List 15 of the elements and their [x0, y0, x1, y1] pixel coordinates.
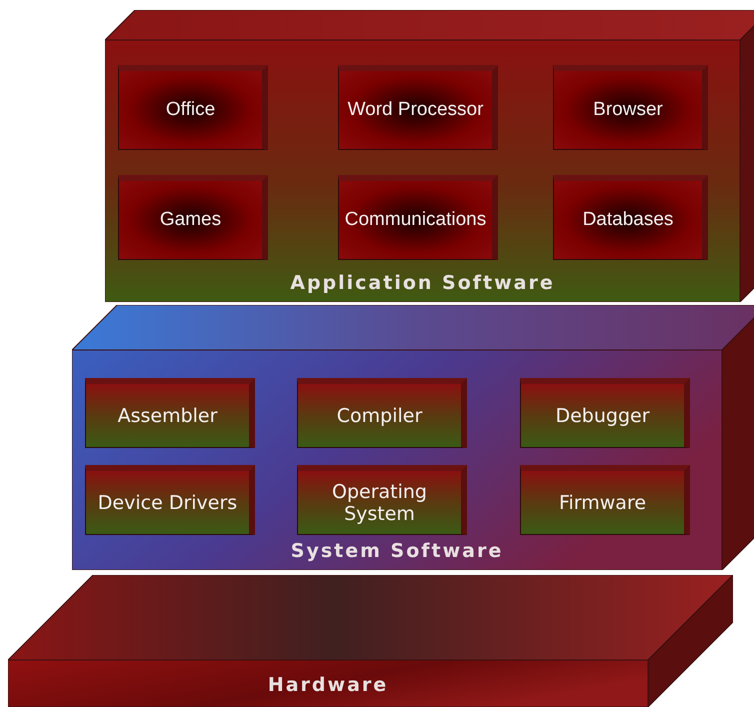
- layer-title: System Software: [290, 540, 504, 562]
- component-block: Databases: [553, 175, 708, 260]
- component-block: Word Processor: [338, 65, 498, 150]
- component-block: Office: [118, 65, 268, 150]
- component-block: Compiler: [297, 378, 467, 448]
- component-block: Communications: [338, 175, 498, 260]
- component-block: Assembler: [85, 378, 255, 448]
- component-block: Games: [118, 175, 268, 260]
- component-block: Browser: [553, 65, 708, 150]
- component-block: Operating System: [297, 465, 467, 535]
- component-block: Firmware: [520, 465, 690, 535]
- layer-title: Hardware: [268, 674, 388, 696]
- component-block: Device Drivers: [85, 465, 255, 535]
- layer-title: Application Software: [290, 272, 555, 294]
- component-block: Debugger: [520, 378, 690, 448]
